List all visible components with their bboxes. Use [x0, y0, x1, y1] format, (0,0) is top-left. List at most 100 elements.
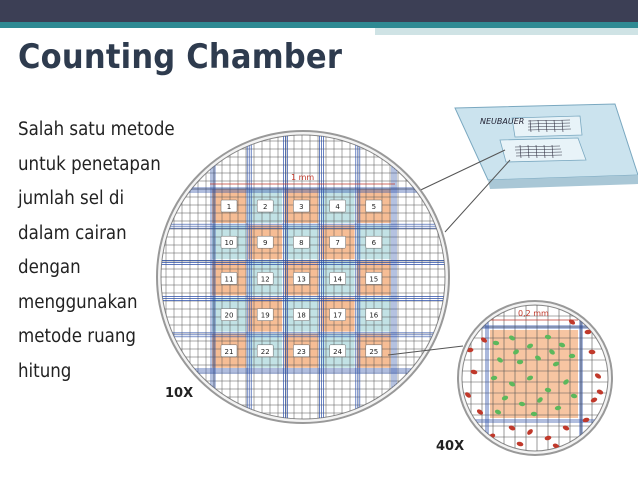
- cell-green: [544, 334, 552, 340]
- cell-green: [492, 340, 500, 346]
- square-number: 12: [261, 275, 270, 283]
- body-line: menggunakan: [18, 291, 138, 313]
- zoom-connector: [387, 345, 464, 356]
- square-number-badge: [293, 235, 310, 249]
- cell-red: [516, 441, 524, 447]
- cell-green: [518, 401, 526, 407]
- body-line: metode ruang: [18, 326, 136, 347]
- body-line: dalam cairan: [18, 222, 127, 244]
- grid-view-40x: 0,2 mm: [457, 300, 613, 456]
- square-number-badge: [329, 344, 346, 358]
- square-number-badge: [220, 199, 238, 213]
- square-number: 18: [297, 312, 306, 320]
- square-number-badge: [293, 272, 310, 285]
- square-number-badge: [365, 199, 383, 213]
- square-number-badge: [365, 235, 383, 249]
- body-line: jumlah sel di: [18, 188, 125, 209]
- square-number: 16: [369, 312, 378, 320]
- cell-red: [465, 392, 471, 398]
- cell-green: [494, 409, 502, 415]
- top-bar: [0, 0, 638, 22]
- square-number-badge: [365, 308, 383, 321]
- square-number-badge: [220, 308, 238, 321]
- body-line: Salah satu metode: [18, 119, 175, 140]
- cell-green: [563, 379, 569, 385]
- square-number: 6: [372, 239, 377, 247]
- square-number: 13: [297, 275, 306, 283]
- cell-green: [509, 381, 515, 387]
- square-number: 15: [369, 275, 378, 283]
- square-number-badge: [220, 272, 238, 285]
- slide-title: Counting Chamber: [18, 37, 343, 77]
- square-number: 1: [227, 203, 231, 211]
- body-text: Salah satu metode untuk penetapan jumlah…: [18, 113, 193, 389]
- square-number: 5: [372, 203, 376, 211]
- square-number: 25: [369, 348, 378, 356]
- cell-red: [568, 319, 576, 325]
- cell-red: [596, 389, 604, 395]
- cell-green: [509, 335, 515, 341]
- square-number: 20: [225, 312, 234, 320]
- cell-red: [476, 409, 484, 415]
- square-number-badge: [365, 344, 383, 358]
- cell-green: [501, 395, 509, 401]
- square-number: 8: [299, 239, 303, 247]
- cell-green: [530, 411, 538, 417]
- cell-green: [537, 397, 543, 403]
- cell-green: [558, 342, 566, 348]
- scale-label-0-2mm: 0,2 mm: [518, 309, 549, 318]
- cell-red: [508, 425, 516, 431]
- slide-label: NEUBAUER: [480, 117, 524, 126]
- cell-red: [562, 425, 570, 431]
- square-number: 3: [299, 203, 303, 211]
- cell-green: [513, 349, 519, 355]
- square-number-badge: [329, 272, 346, 285]
- square-number: 4: [335, 203, 340, 211]
- cell-red: [594, 435, 602, 441]
- cell-green: [535, 355, 541, 361]
- square-number: 2: [263, 203, 267, 211]
- square-number-badge: [293, 344, 310, 358]
- cell-red: [527, 429, 533, 435]
- square-number-badge: [329, 235, 346, 249]
- body-line: hitung: [18, 360, 72, 382]
- cell-red: [480, 337, 488, 343]
- cell-green: [516, 359, 524, 365]
- cell-green: [568, 353, 576, 359]
- cell-red: [584, 329, 592, 335]
- square-number-badge: [256, 272, 274, 285]
- square-number-badge: [256, 308, 274, 321]
- square-number: 7: [335, 239, 339, 247]
- cell-green: [526, 343, 534, 349]
- cell-green: [490, 375, 498, 381]
- square-number: 9: [263, 239, 267, 247]
- square-number: 19: [261, 312, 270, 320]
- magnification-40x: 40X: [436, 439, 464, 454]
- accent-stripe-light: [375, 28, 638, 35]
- cell-red: [588, 349, 596, 355]
- cell-green: [549, 349, 555, 355]
- cell-green: [554, 405, 562, 411]
- connector-line: [407, 149, 506, 197]
- scale-label-1mm: 1 mm: [291, 173, 314, 182]
- square-number-badge: [256, 344, 274, 358]
- cell-red: [552, 443, 560, 449]
- body-line: dengan: [18, 257, 81, 278]
- square-number: 23: [297, 348, 306, 356]
- cell-red: [594, 373, 602, 379]
- accent-stripe: [0, 22, 638, 28]
- cell-green: [526, 375, 534, 381]
- body-line: untuk penetapan: [18, 153, 161, 175]
- magnification-10x: 10X: [165, 386, 193, 401]
- cell-red: [470, 369, 478, 375]
- cell-green: [552, 361, 560, 367]
- square-number-badge: [293, 308, 310, 321]
- square-number-badge: [329, 199, 346, 213]
- connector-line: [444, 159, 511, 233]
- cell-red: [582, 417, 590, 423]
- zoom-square: [490, 330, 578, 418]
- square-number-badge: [220, 344, 238, 358]
- square-number-badge: [220, 235, 238, 249]
